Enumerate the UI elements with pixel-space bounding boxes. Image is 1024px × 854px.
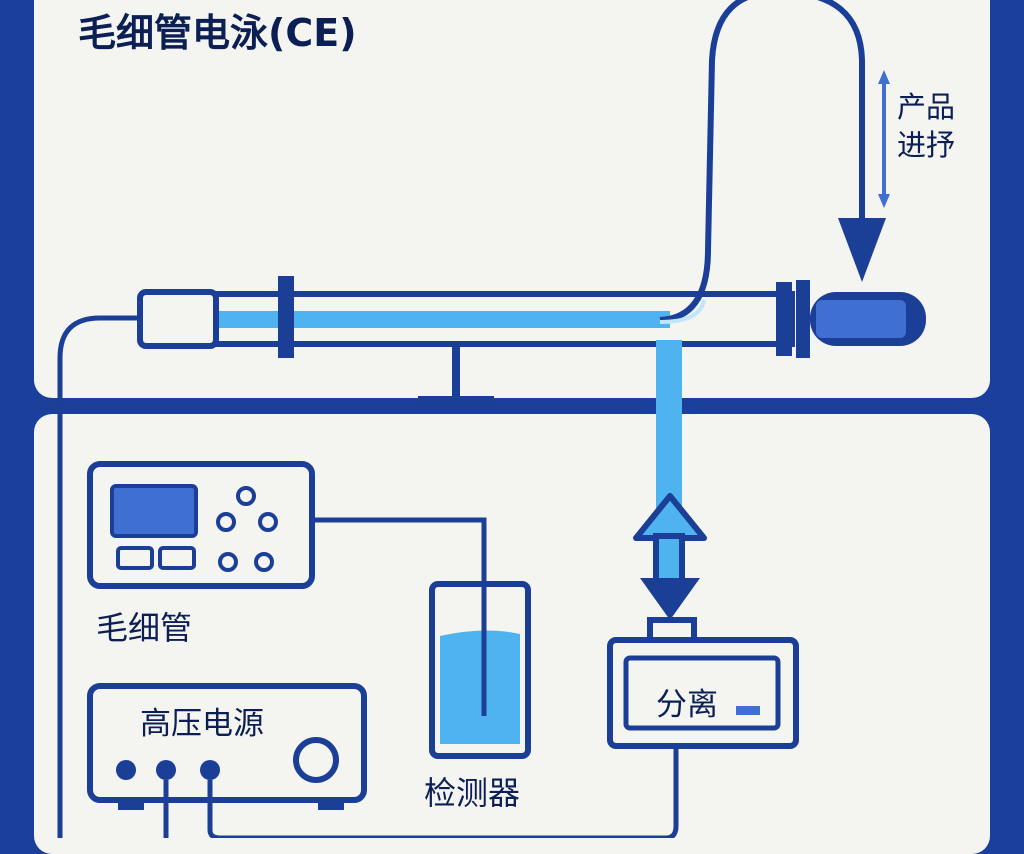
instrument-button-2	[158, 546, 196, 570]
instrument-knob-3	[258, 512, 278, 532]
injection-label-line1: 产品	[897, 90, 956, 124]
hv-foot-right	[318, 798, 344, 810]
stand-base	[418, 396, 494, 406]
right-flange-b	[796, 280, 810, 358]
instrument-knob-4	[218, 552, 238, 572]
separation-arrow-shaft	[653, 533, 685, 589]
loop-highlight	[659, 299, 706, 324]
separation-label: 分离	[656, 687, 718, 723]
left-flange	[278, 276, 294, 358]
capillary-label: 毛细管	[96, 609, 193, 647]
left-electrode-wire	[57, 315, 140, 838]
injection-arrow	[838, 218, 886, 282]
instrument-knob-5	[254, 552, 274, 572]
hv-dial	[293, 737, 339, 783]
instrument-knob-2	[216, 512, 236, 532]
hv-terminal-3	[200, 760, 220, 780]
double-arrow-up	[878, 70, 890, 84]
instrument-screen	[110, 484, 198, 538]
instrument-button-1	[116, 546, 154, 570]
sample-loop-tube	[659, 0, 865, 323]
double-arrow-down	[878, 194, 890, 208]
injection-label: 产品 进抒	[897, 88, 955, 164]
right-flange-a	[776, 282, 792, 356]
instrument-knob-1	[236, 486, 256, 506]
detector-label: 检测器	[424, 774, 521, 812]
separation-arrow-down	[640, 578, 700, 620]
detector-liquid	[440, 630, 520, 744]
hv-terminal-2	[156, 760, 176, 780]
separation-indicator	[736, 706, 760, 715]
capillary-fluid	[214, 311, 670, 328]
right-injector-window	[816, 300, 906, 338]
separation-arrow-up	[633, 493, 707, 541]
hv-terminal-1	[116, 760, 136, 780]
hv-foot-left	[118, 798, 144, 810]
left-end-cap	[137, 289, 219, 349]
page-title: 毛细管电泳(CE)	[78, 11, 357, 55]
injection-label-line2: 进抒	[897, 128, 956, 162]
high-voltage-label: 高压电源	[140, 706, 264, 742]
